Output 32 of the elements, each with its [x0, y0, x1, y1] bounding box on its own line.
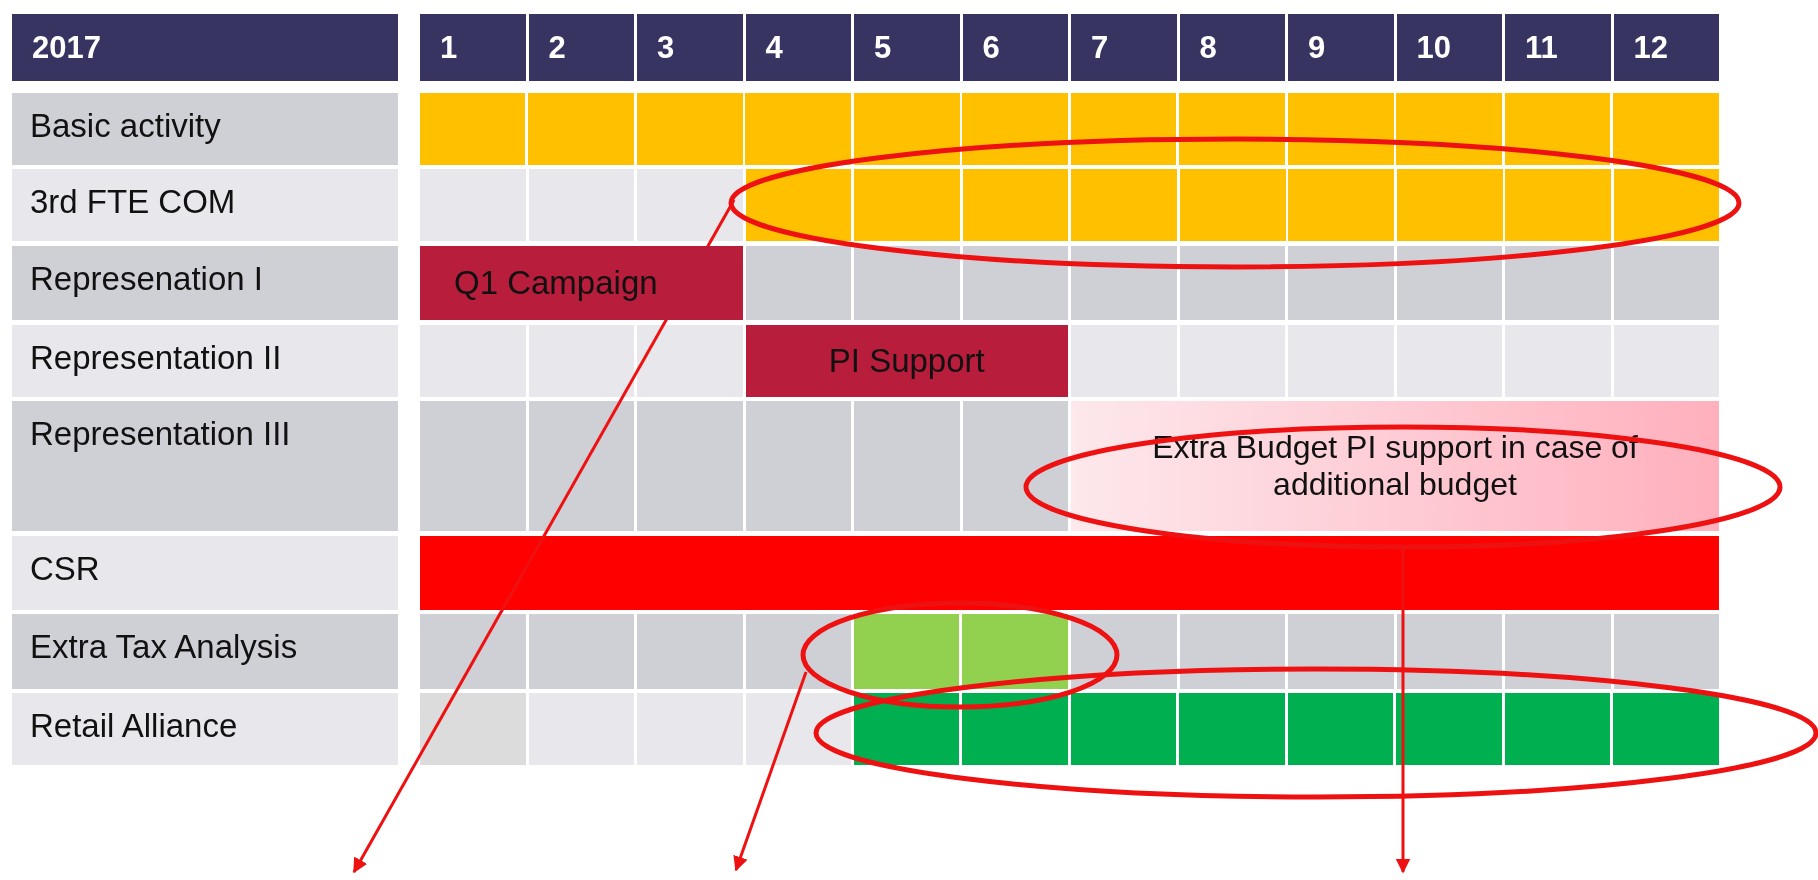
row-label: 3rd FTE COM [12, 169, 398, 241]
column-header: 7 [1071, 14, 1177, 81]
column-header: 3 [637, 14, 743, 81]
column-header: 2017 [12, 14, 398, 81]
row-label: Basic activity [12, 93, 398, 165]
gantt-bar [420, 93, 1719, 165]
row-label: Represenation I [12, 246, 398, 320]
row-label: CSR [12, 536, 398, 610]
column-header: 10 [1396, 14, 1502, 81]
column-header: 5 [854, 14, 960, 81]
column-header: 2 [528, 14, 634, 81]
highlight-ellipse [727, 135, 1743, 271]
highlight-ellipse [1022, 423, 1784, 551]
column-header: 6 [962, 14, 1068, 81]
campaign-bar: Q1 Campaign [420, 246, 743, 320]
row-label: Retail Alliance [12, 693, 398, 765]
column-header: 12 [1613, 14, 1719, 81]
row-label: Extra Tax Analysis [12, 614, 398, 689]
column-header: 1 [420, 14, 526, 81]
column-header: 9 [1288, 14, 1394, 81]
row-label: Representation II [12, 325, 398, 397]
column-header: 11 [1505, 14, 1611, 81]
column-header: 4 [745, 14, 851, 81]
arrow [352, 199, 736, 874]
arrow [1395, 547, 1411, 874]
highlight-ellipse [812, 665, 1818, 801]
column-header: 8 [1179, 14, 1285, 81]
highlight-ellipse [799, 599, 1121, 711]
gantt-bar [420, 536, 1719, 610]
arrow [733, 671, 808, 872]
support-bar: PI Support [745, 325, 1068, 397]
row-label: Representation III [12, 401, 398, 531]
